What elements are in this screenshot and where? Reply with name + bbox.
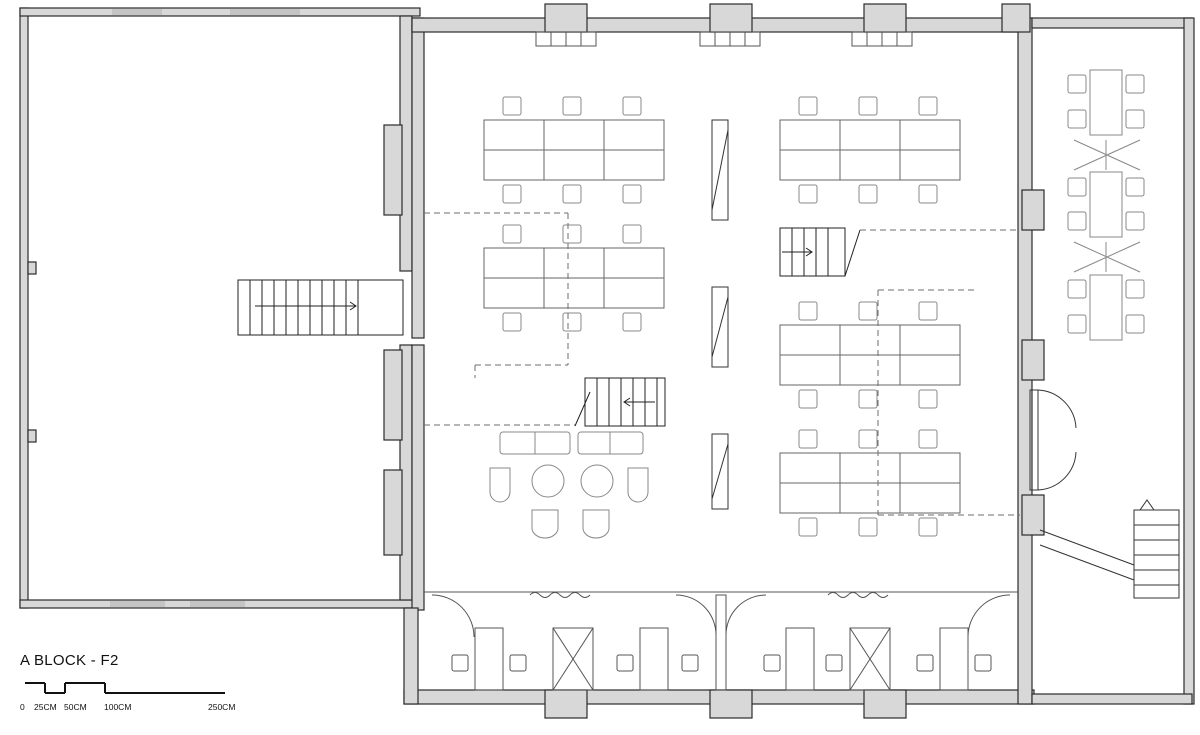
left-staircase xyxy=(237,279,404,336)
scale-label-50cm: 50CM xyxy=(64,702,87,712)
scale-label-100cm: 100CM xyxy=(104,702,132,712)
center-staircase xyxy=(574,377,666,427)
walls xyxy=(19,3,1195,719)
scale-label-25cm: 25CM xyxy=(34,702,57,712)
right-staircase xyxy=(779,227,861,277)
lounge-area xyxy=(489,431,649,539)
top-radiators xyxy=(535,31,913,47)
annex-doors-stair xyxy=(1029,389,1180,599)
scale-label-0: 0 xyxy=(20,702,25,712)
dashed-lines xyxy=(424,212,1020,516)
storage-units xyxy=(711,119,729,510)
bottom-offices xyxy=(424,591,1018,691)
chairs xyxy=(502,96,938,537)
plan-title: A BLOCK - F2 xyxy=(20,652,119,669)
windows xyxy=(110,9,300,607)
scale-label-250cm: 250CM xyxy=(208,702,236,712)
scale-bar xyxy=(25,682,225,694)
annex-meeting-room xyxy=(1067,69,1145,341)
workstation-clusters xyxy=(483,119,961,514)
